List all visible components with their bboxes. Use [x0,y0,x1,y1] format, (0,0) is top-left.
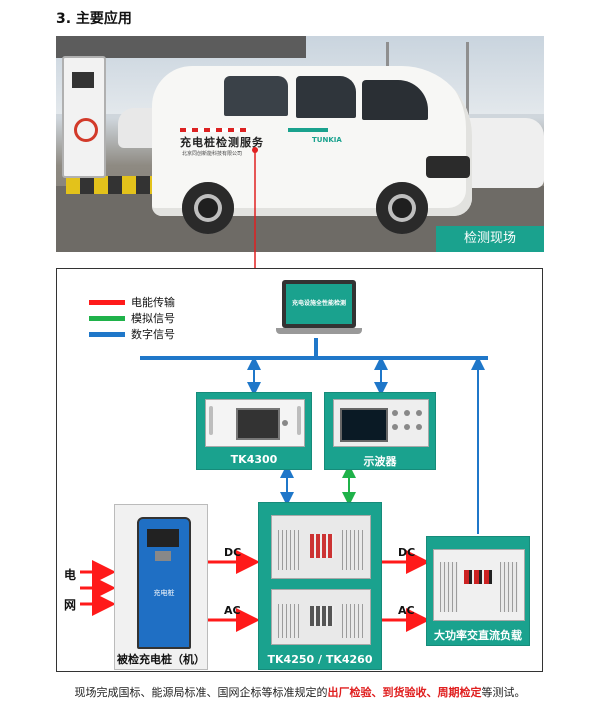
photo-van-grill [426,156,470,178]
ac-in-label: AC [224,604,241,617]
pile-screen [147,529,179,547]
dc-out-label: DC [398,546,416,559]
photo-van-windshield [362,80,428,120]
scope-knob [404,410,410,416]
laptop: 充电设施全性能检测 [276,280,362,336]
tk4250-box: TK4250 / TK4260 [258,502,382,670]
rack-terminals [310,606,334,626]
scope-knob [416,410,422,416]
photo-charger-screen [72,72,94,88]
tk4300-box: TK4300 [196,392,312,470]
rack-vents [278,604,302,638]
tk4300-device [205,399,305,447]
rack-terminals [310,534,334,558]
tk4300-label: TK4300 [230,453,278,466]
photo-lamp-pole [466,42,469,132]
photo-tag: 检测现场 [436,226,544,252]
grid-label-char: 网 [64,598,77,612]
scope-knob [392,424,398,430]
caption-separator: 、 [426,686,438,699]
tk4250-upper-unit [271,515,371,579]
photo-van-window [296,76,356,118]
caption-text: 现场完成国标、能源局标准、国网企标等标准规定的 [74,686,328,699]
pile-label: 被检充电桩（机） [117,653,205,666]
rack-vents [500,562,518,612]
charging-pile-panel: 充电桩 被检充电桩（机） [114,504,208,670]
scope-knob [416,424,422,430]
rack-vents [342,604,366,638]
field-photo: 充电桩检测服务 北京同创新能科技有限公司 TUNKIA 检测现场 [56,36,544,252]
scope-device [333,399,429,447]
photo-van-window [224,76,288,116]
legend-label: 电能传输 [131,296,175,309]
tk4300-knob [282,420,288,426]
scope-box: 示波器 [324,392,436,470]
photo-charger-ring [74,118,98,142]
photo-van-wheel [182,182,234,234]
photo-link-dot [252,147,258,153]
scope-knob [404,424,410,430]
tk4250-lower-unit [271,589,371,645]
caption-highlight: 到货验收 [382,686,427,699]
scope-label: 示波器 [363,455,397,468]
photo-charger [62,56,106,178]
laptop-screen: 充电设施全性能检测 [286,284,352,324]
photo-van-stripe [180,128,250,132]
load-box: 大功率交直流负载 [426,536,530,646]
scope-display [340,408,388,442]
tk4300-display [236,408,280,440]
legend-swatch-analog [89,316,125,321]
legend-swatch-power [89,300,125,305]
laptop-screen-text: 充电设施全性能检测 [291,300,346,307]
caption-highlight: 出厂检验 [327,686,372,699]
van-text: 充电桩检测服务 [180,136,264,149]
charging-pile: 充电桩 [137,517,191,649]
load-label: 大功率交直流负载 [434,629,522,642]
laptop-bezel: 充电设施全性能检测 [282,280,356,328]
photo-canopy [56,36,306,58]
load-device [433,549,525,621]
system-diagram [56,268,543,672]
ac-out-label: AC [398,604,415,617]
van-brand: TUNKIA [312,136,342,144]
dc-in-label: DC [224,546,242,559]
caption-text: 等测试。 [481,686,526,699]
rack-vents [342,530,366,570]
rack-vents [440,562,458,612]
rack-terminals [464,570,494,584]
pile-text: 充电桩 [153,589,175,597]
grid-label-char: 电 [64,568,77,582]
legend-label: 模拟信号 [131,312,175,325]
photo-van-wheel [376,182,428,234]
rack-handle [209,406,213,436]
rack-handle [297,406,301,436]
photo-curb [66,176,176,194]
section-title: 3. 主要应用 [56,11,132,27]
laptop-base [276,328,362,334]
van-subtext: 北京同创新能科技有限公司 [182,151,243,157]
tk4250-label: TK4250 / TK4260 [267,653,373,666]
legend-label: 数字信号 [131,328,175,341]
scope-knob [392,410,398,416]
photo-van-stripe [288,128,328,132]
caption: 现场完成国标、能源局标准、国网企标等标准规定的出厂检验、到货验收、周期检定等测试… [60,684,540,700]
rack-vents [278,530,302,570]
caption-separator: 、 [371,686,383,699]
pile-slot [155,551,171,561]
legend-swatch-digital [89,332,125,337]
caption-highlight: 周期检定 [437,686,482,699]
